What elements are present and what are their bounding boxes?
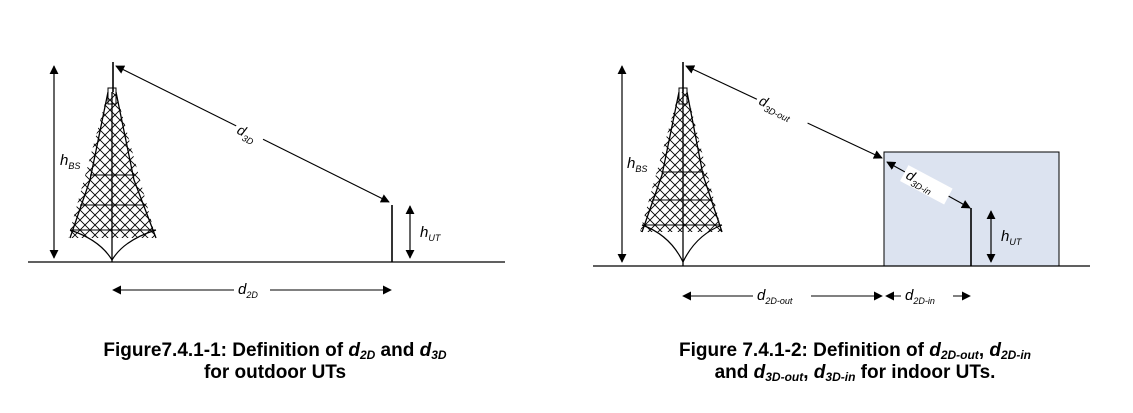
left-caption-line2: for outdoor UTs bbox=[203, 362, 347, 383]
d-3d-in-label: d3D-in bbox=[900, 165, 953, 205]
d-2d-in-label: d2D-in bbox=[905, 287, 935, 306]
h-bs-label: hBS bbox=[60, 152, 80, 171]
d-3d-out-label: d3D-out bbox=[753, 90, 812, 131]
base-station-tower bbox=[68, 62, 157, 262]
h-ut-label: hUT bbox=[420, 224, 442, 243]
left-caption: Figure7.4.1-1: Definition of d2D and d3D… bbox=[40, 340, 510, 384]
left-caption-line1: Figure7.4.1-1: Definition of d2D and d3D bbox=[103, 340, 447, 362]
h-ut-label: hUT bbox=[1001, 228, 1023, 247]
d-2d-out-label: d2D-out bbox=[757, 287, 793, 306]
h-bs-label: hBS bbox=[627, 155, 647, 174]
right-caption-line2: and d3D-out, d3D-in for indoor UTs. bbox=[714, 362, 996, 384]
right-caption: Figure 7.4.1-2: Definition of d2D-out, d… bbox=[600, 340, 1110, 384]
d-3d-label: d3D bbox=[231, 120, 266, 149]
base-station-tower bbox=[640, 62, 723, 266]
left-figure: hBS d3D hUT d2D bbox=[28, 62, 505, 300]
right-caption-line1: Figure 7.4.1-2: Definition of d2D-out, d… bbox=[679, 340, 1031, 362]
svg-text:d3D: d3D bbox=[233, 121, 259, 147]
right-figure: hBS d3D-out d3D-in hUT d2D-out d2D-in bbox=[593, 62, 1090, 306]
d-2d-label: d2D bbox=[238, 281, 258, 300]
